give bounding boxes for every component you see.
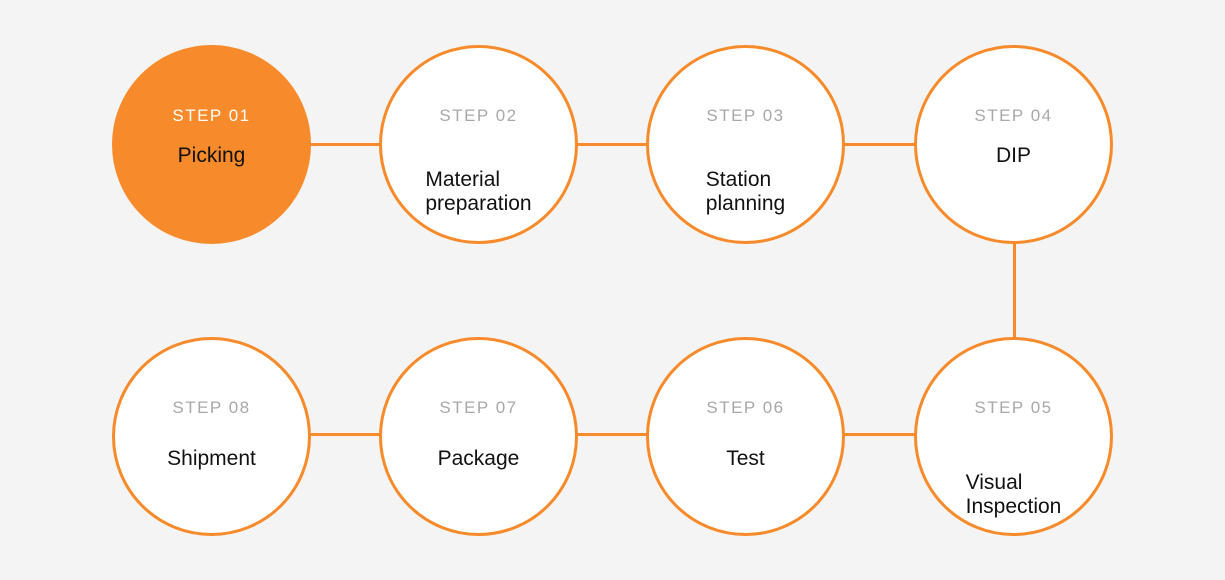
step-number-label: STEP 08 (172, 398, 251, 417)
step-number-label: STEP 05 (974, 398, 1053, 417)
step-number-label: STEP 07 (439, 398, 518, 417)
step-title: Test (726, 447, 765, 470)
step-number-label: STEP 06 (706, 398, 785, 417)
step-title: DIP (995, 144, 1031, 167)
step-title-wrap: Visual Inspection (917, 447, 1110, 519)
step-number-label: STEP 03 (706, 106, 785, 125)
step-title: Station planning (705, 168, 786, 215)
step-title: Picking (177, 144, 246, 167)
step-circle-05[interactable]: STEP 05 Visual Inspection (914, 337, 1113, 536)
step-circle-07[interactable]: STEP 07 Package (379, 337, 578, 536)
step-circle-04[interactable]: STEP 04 DIP (914, 45, 1113, 244)
step-number-label: STEP 02 (439, 106, 518, 125)
step-circle-08[interactable]: STEP 08 Shipment (112, 337, 311, 536)
step-number-label: STEP 01 (172, 106, 251, 125)
step-circle-01[interactable]: STEP 01 Picking (112, 45, 311, 244)
step-title: Visual Inspection (965, 471, 1062, 518)
connector-step-04-05 (1013, 240, 1016, 345)
step-circle-02[interactable]: STEP 02 Material preparation (379, 45, 578, 244)
step-title: Package (437, 447, 520, 470)
step-circle-03[interactable]: STEP 03 Station planning (646, 45, 845, 244)
step-title: Material preparation (425, 168, 532, 215)
step-title-wrap: Material preparation (382, 144, 575, 216)
connector-step-01-02 (300, 143, 390, 146)
connector-step-02-03 (570, 143, 655, 146)
step-title-wrap: Station planning (649, 144, 842, 216)
connector-step-07-08 (300, 433, 390, 436)
connector-step-05-06 (838, 433, 923, 436)
step-number-label: STEP 04 (974, 106, 1053, 125)
step-circle-06[interactable]: STEP 06 Test (646, 337, 845, 536)
connector-step-06-07 (570, 433, 655, 436)
step-title: Shipment (167, 447, 256, 470)
connector-step-03-04 (838, 143, 923, 146)
